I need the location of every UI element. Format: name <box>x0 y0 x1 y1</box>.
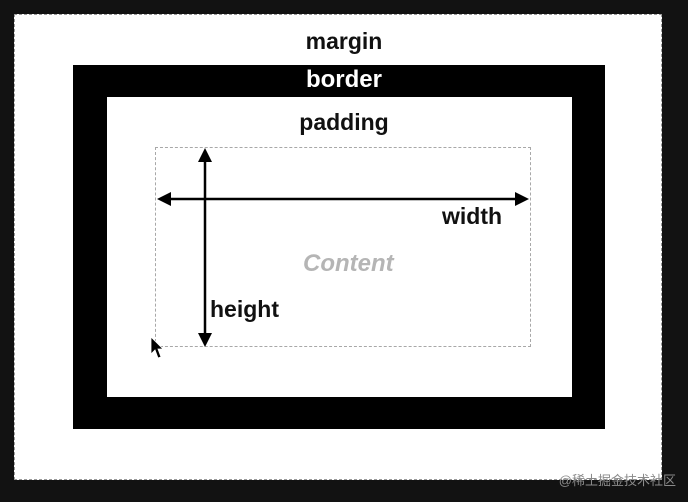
border-label: border <box>305 66 382 93</box>
width-arrow <box>157 192 529 206</box>
height-arrow <box>198 148 212 347</box>
watermark: @稀土掘金技术社区 <box>558 473 676 488</box>
padding-label: padding <box>299 109 389 135</box>
width-label: width <box>442 203 503 229</box>
mouse-pointer-icon <box>150 336 164 359</box>
margin-label: margin <box>305 28 383 54</box>
content-label: Content <box>303 250 394 277</box>
height-label: height <box>210 296 279 322</box>
content-area <box>155 147 531 347</box>
